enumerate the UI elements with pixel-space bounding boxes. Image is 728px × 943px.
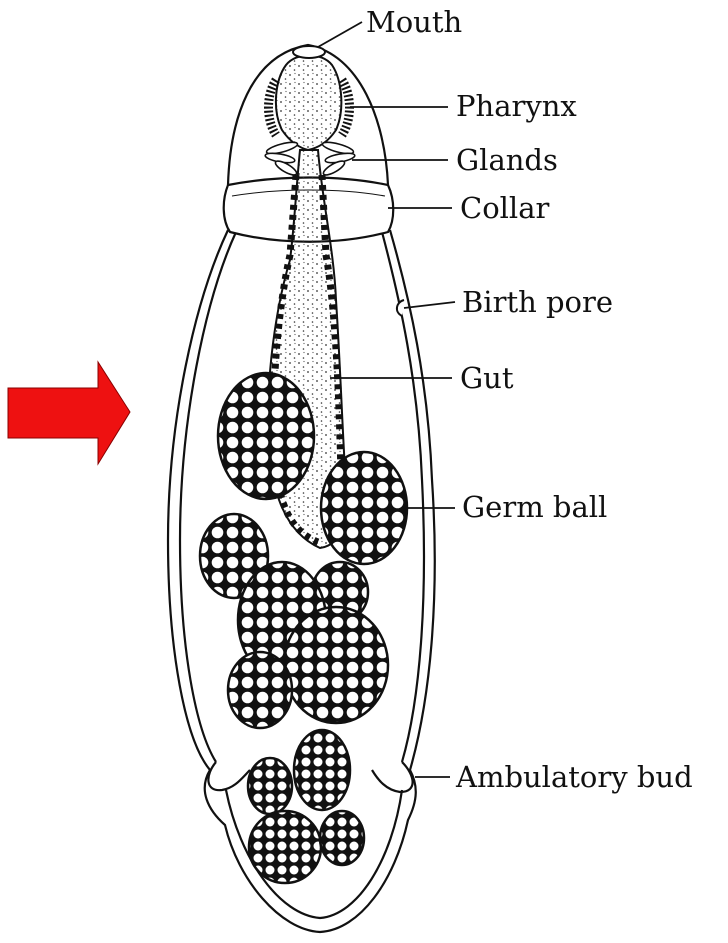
leader-mouth	[318, 22, 362, 47]
germ-ball	[248, 758, 292, 814]
germ-ball	[284, 607, 388, 723]
germ-balls	[200, 373, 407, 883]
label-glands: Glands	[456, 143, 558, 177]
label-ambulatory-bud: Ambulatory bud	[455, 760, 693, 794]
label-mouth: Mouth	[366, 5, 462, 39]
red-arrow-icon	[8, 362, 130, 464]
germ-ball	[249, 811, 321, 883]
germ-ball	[320, 811, 364, 865]
label-pharynx: Pharynx	[456, 89, 577, 123]
germ-ball	[228, 652, 292, 728]
label-birth-pore: Birth pore	[462, 285, 613, 319]
leader-birth-pore	[404, 302, 455, 308]
label-collar: Collar	[460, 191, 549, 225]
germ-ball	[294, 730, 350, 810]
label-gut: Gut	[460, 361, 514, 395]
pharynx	[269, 46, 350, 150]
germ-ball	[218, 373, 314, 499]
label-germ-ball: Germ ball	[462, 490, 607, 524]
germ-ball	[321, 452, 407, 564]
